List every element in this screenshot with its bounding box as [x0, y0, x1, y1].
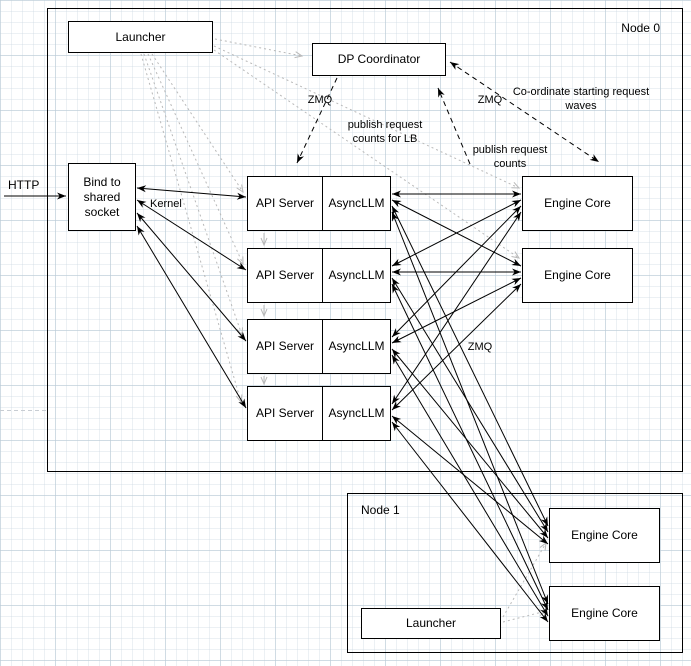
node0-label: Node 0: [621, 21, 660, 35]
http-label: HTTP: [8, 178, 40, 192]
api-server-row-3: API Server AsyncLLM: [247, 319, 391, 374]
engine-core-box-1: Engine Core: [522, 176, 633, 231]
api-server-label: API Server: [248, 320, 323, 373]
node0-container: Node 0: [47, 8, 683, 472]
api-server-label: API Server: [248, 177, 323, 230]
zmq-label-engine-links: ZMQ: [467, 341, 493, 353]
engine-core-box-4: Engine Core: [549, 586, 660, 641]
asyncllm-label: AsyncLLM: [328, 268, 385, 282]
publish-counts-lb-label: publish request counts for LB: [347, 119, 423, 145]
engine-core-box-2: Engine Core: [522, 248, 633, 303]
dp-coordinator-box: DP Coordinator: [312, 43, 446, 76]
bind-shared-socket-box: Bind to shared socket: [68, 163, 136, 231]
zmq-label-left: ZMQ: [307, 94, 333, 106]
launcher-box-node0: Launcher: [68, 21, 213, 53]
asyncllm-label: AsyncLLM: [328, 196, 385, 210]
node1-label: Node 1: [361, 503, 400, 517]
api-server-label: API Server: [248, 249, 323, 302]
api-server-row-1: API Server AsyncLLM: [247, 176, 391, 231]
asyncllm-label: AsyncLLM: [328, 339, 385, 353]
publish-counts-label: publish request counts: [472, 144, 548, 170]
launcher-box-node1: Launcher: [361, 608, 501, 639]
api-server-row-2: API Server AsyncLLM: [247, 248, 391, 303]
asyncllm-label: AsyncLLM: [328, 406, 385, 420]
coordinate-waves-label: Co-ordinate starting request waves: [512, 86, 650, 112]
api-server-label: API Server: [248, 387, 323, 440]
api-server-row-4: API Server AsyncLLM: [247, 386, 391, 441]
engine-core-box-3: Engine Core: [549, 508, 660, 563]
kernel-label: Kernel: [150, 198, 182, 210]
